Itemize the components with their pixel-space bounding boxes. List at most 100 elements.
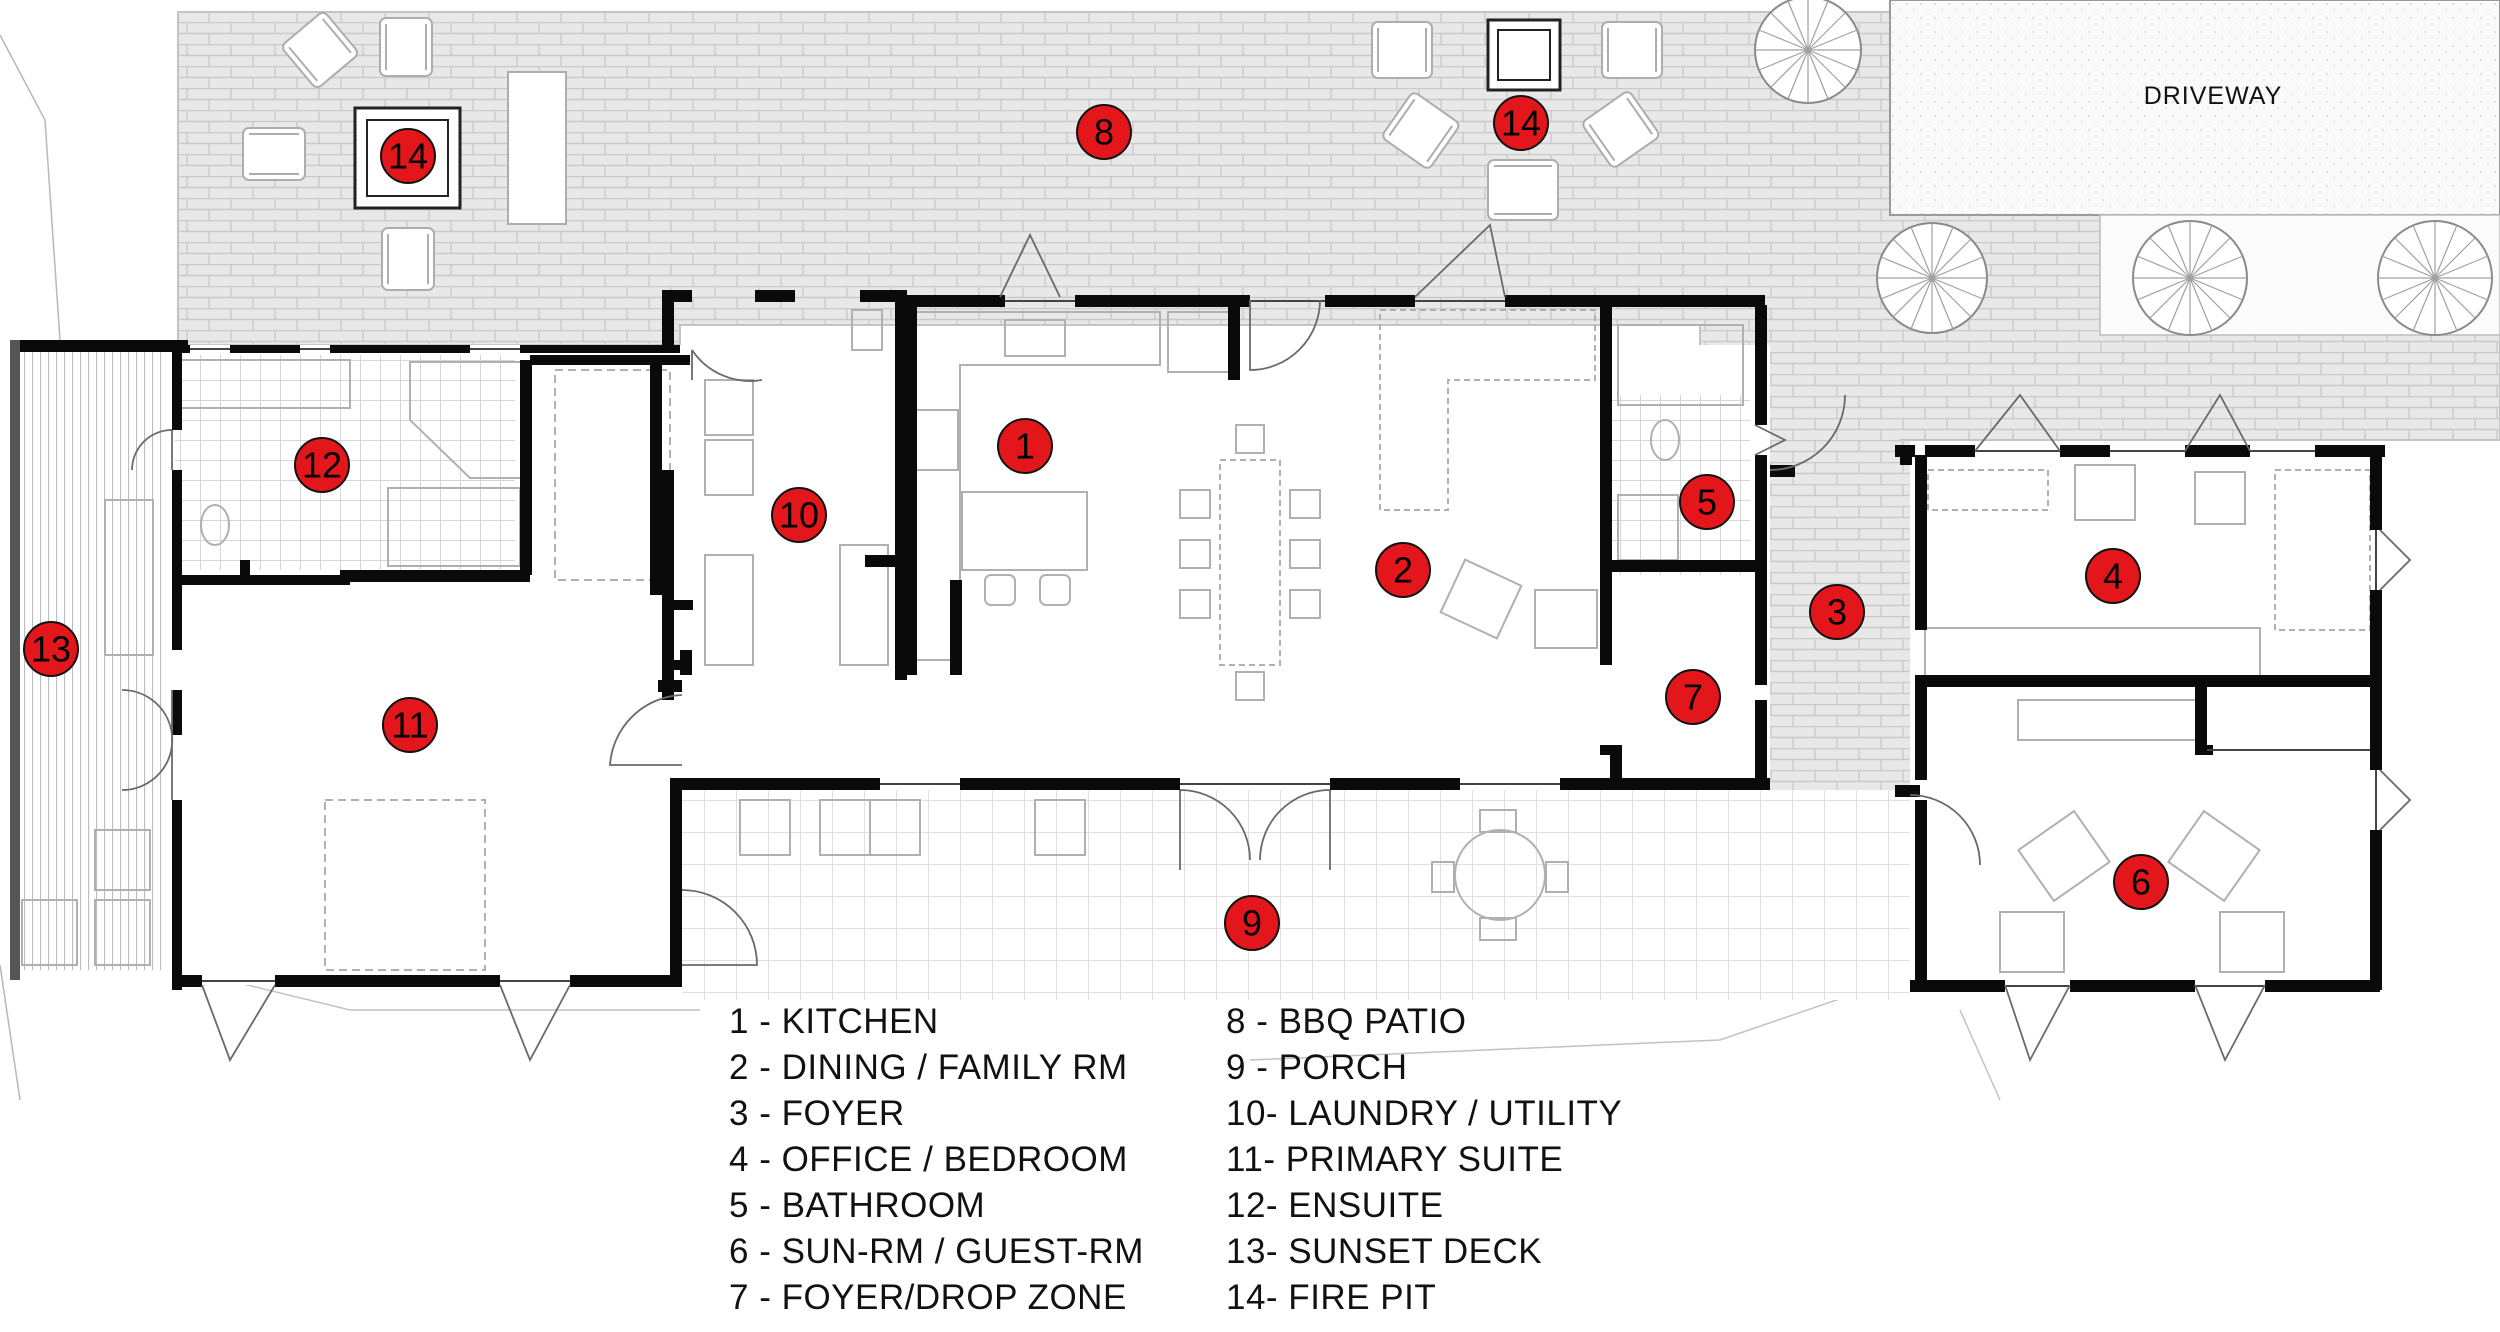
room-badge-3[interactable]: 3: [1809, 584, 1865, 640]
patio-chair: [282, 12, 358, 88]
legend-item: 14- FIRE PIT: [1226, 1278, 1436, 1317]
patio-chair: [1487, 159, 1559, 221]
east-wing-floor: [1910, 455, 2380, 1000]
sunroom-chair: [2166, 809, 2262, 903]
legend-item: 4 - OFFICE / BEDROOM: [729, 1140, 1128, 1179]
patio-chair: [379, 17, 433, 77]
room-badge-14-east[interactable]: 14: [1493, 95, 1549, 151]
room-badge-5[interactable]: 5: [1679, 474, 1735, 530]
deck-chair: [21, 899, 78, 966]
door-swing: [609, 694, 683, 766]
door-swing: [1769, 394, 1846, 471]
fire-pit-east: [1486, 18, 1562, 92]
room-badge-2[interactable]: 2: [1375, 542, 1431, 598]
door-swing: [1974, 393, 2251, 452]
room-badge-4[interactable]: 4: [2085, 548, 2141, 604]
windows: [190, 300, 2377, 987]
tree-icon: [1754, 0, 1862, 104]
room-legend: 1 - KITCHEN 2 - DINING / FAMILY RM 3 - F…: [729, 1002, 1622, 1317]
badge-circle: [2085, 548, 2141, 604]
doors: [121, 223, 2412, 1063]
office-cabinet: [2074, 464, 2136, 521]
badge-circle: [1076, 104, 1132, 160]
dryer: [704, 379, 754, 436]
porch-floor: [682, 790, 1910, 1000]
legend-item: 1 - KITCHEN: [729, 1002, 939, 1041]
door-swing: [1414, 223, 1506, 298]
bathtub: [409, 361, 526, 479]
tree-icon: [1876, 222, 1988, 334]
room-badges: 1 2 3 4 5 6 7 8: [23, 95, 2169, 951]
room-badge-14-west[interactable]: 14: [380, 128, 436, 184]
site-landscape: DRIVEWAY: [0, 0, 2500, 1101]
porch-chair: [739, 799, 1086, 856]
door-swing: [1179, 789, 1331, 870]
room-badge-9[interactable]: 9: [1224, 895, 1280, 951]
patio-chair: [1382, 92, 1460, 169]
badge-number: 3: [1827, 592, 1847, 633]
badge-circle: [1493, 95, 1549, 151]
patio-chair: [1582, 91, 1660, 168]
office-chair: [2194, 471, 2246, 525]
room-badge-12[interactable]: 12: [294, 437, 350, 493]
room-badge-11[interactable]: 11: [382, 697, 438, 753]
porch-chair: [1431, 809, 1569, 941]
closet: [554, 369, 671, 581]
legend-item: 2 - DINING / FAMILY RM: [729, 1048, 1128, 1087]
badge-circle: [382, 697, 438, 753]
badge-circle: [2113, 854, 2169, 910]
door-swing: [499, 984, 571, 1063]
toilet-5: [1650, 419, 1680, 461]
legend-left-column: 1 - KITCHEN 2 - DINING / FAMILY RM 3 - F…: [729, 1002, 1143, 1317]
door-swing: [121, 689, 174, 800]
primary-bed: [324, 799, 486, 971]
badge-number: 9: [1242, 903, 1262, 944]
tree-icon: [2132, 220, 2248, 336]
dining-chair: [1179, 424, 1321, 701]
site-line: [0, 34, 61, 341]
badge-circle: [771, 487, 827, 543]
patio-chair: [381, 227, 435, 291]
room-badge-13[interactable]: 13: [23, 621, 79, 677]
bench: [507, 71, 567, 225]
site-line: [1959, 1009, 2001, 1101]
legend-item: 13- SUNSET DECK: [1226, 1232, 1542, 1271]
badge-number: 13: [31, 629, 71, 670]
room-badge-8[interactable]: 8: [1076, 104, 1132, 160]
armchair: [1534, 589, 1598, 649]
room-badge-6[interactable]: 6: [2113, 854, 2169, 910]
badge-circle: [380, 128, 436, 184]
badge-number: 14: [1501, 103, 1541, 144]
door-swing: [1249, 299, 1321, 371]
room-badge-1[interactable]: 1: [997, 418, 1053, 474]
room-badge-7[interactable]: 7: [1665, 669, 1721, 725]
door-swing: [2004, 984, 2266, 1063]
badge-number: 11: [391, 705, 428, 746]
tree-icon: [2377, 220, 2493, 336]
room-badge-10[interactable]: 10: [771, 487, 827, 543]
legend-right-column: 8 - BBQ PATIO 9 - PORCH 10- LAUNDRY / UT…: [1226, 1002, 1622, 1317]
legend-item: 7 - FOYER/DROP ZONE: [729, 1278, 1127, 1317]
legend-item: 11- PRIMARY SUITE: [1226, 1140, 1563, 1179]
laundry-counter: [704, 554, 754, 666]
door-swing: [1754, 424, 1788, 456]
walls: [10, 290, 2385, 992]
office-bed: [2274, 469, 2371, 631]
office-desk: [1927, 469, 2049, 511]
door-swing: [2379, 529, 2412, 831]
badge-circle: [294, 437, 350, 493]
badge-circle: [1375, 542, 1431, 598]
door-swing: [1909, 794, 1981, 866]
washer: [704, 439, 754, 496]
deck-chair: [94, 899, 151, 966]
badge-circle: [1679, 474, 1735, 530]
badge-number: 2: [1393, 550, 1413, 591]
badge-circle: [1809, 584, 1865, 640]
badge-number: 6: [2131, 862, 2151, 903]
legend-item: 9 - PORCH: [1226, 1048, 1407, 1087]
legend-item: 12- ENSUITE: [1226, 1186, 1444, 1225]
toilet: [200, 504, 230, 546]
site-line: [0, 964, 21, 1101]
badge-circle: [1224, 895, 1280, 951]
